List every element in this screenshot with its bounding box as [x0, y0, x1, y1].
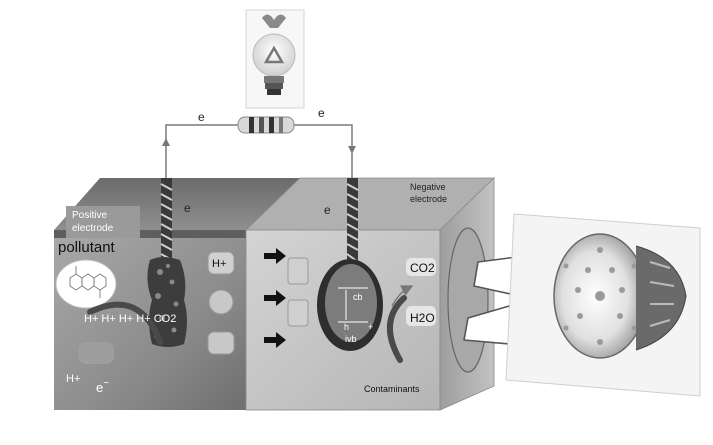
plus-mark-label: + [368, 322, 373, 332]
flow-arrow-icon [264, 248, 286, 264]
valence-band-label: ivb [345, 334, 357, 344]
h-plus-row-label: H+ H+ H+ H+ CO2 [84, 313, 176, 325]
ion-flow-arrows [264, 248, 286, 348]
negative-electrode-wire [346, 178, 359, 263]
reaction-arrow-left-icon [87, 301, 163, 345]
reaction-arrow-right-icon [386, 295, 407, 363]
resistor-icon [237, 116, 295, 134]
side-window [447, 227, 489, 373]
positive-electrode-tag [66, 206, 140, 238]
contaminants-label: Contaminants [364, 384, 420, 394]
bubble-shapes [78, 251, 436, 364]
flow-arrow-icon [264, 290, 286, 306]
negative-electrode-oval [317, 259, 383, 351]
led-lamp-icon [505, 213, 701, 397]
co2-arrow-icon [391, 285, 414, 307]
wire-arrow-up-icon [162, 138, 170, 146]
flow-arrow-icon [264, 332, 286, 348]
co2-label: CO2 [410, 261, 435, 275]
molecule-icon [55, 259, 117, 309]
circuit-wire [165, 124, 353, 178]
electron-minus-label: e− [96, 378, 109, 395]
electron-label-right-wire: e [324, 203, 331, 217]
h2o-label: H2O [410, 311, 435, 325]
hole-label: h [344, 322, 349, 332]
recycle-bulb-icon [245, 9, 305, 109]
h-plus-right-label: H+ [212, 258, 226, 270]
conduction-band-label: cb [353, 292, 363, 302]
electron-label-top-right: e [318, 106, 325, 120]
pollutant-label: pollutant [58, 239, 116, 256]
positive-electrode-block [147, 257, 187, 347]
positive-electrode-wire [160, 178, 173, 261]
left-chamber-top-edge [54, 230, 246, 238]
wire-arrow-down-icon [348, 146, 356, 154]
positive-electrode-label: Positive electrode [72, 210, 114, 234]
electron-label-top-left: e [198, 110, 205, 124]
negative-electrode-label: Negative electrode [410, 182, 448, 204]
electron-label-left-wire: e [184, 201, 191, 215]
h-plus-bottom-label: H+ [66, 373, 80, 385]
membrane-slots [287, 257, 309, 327]
